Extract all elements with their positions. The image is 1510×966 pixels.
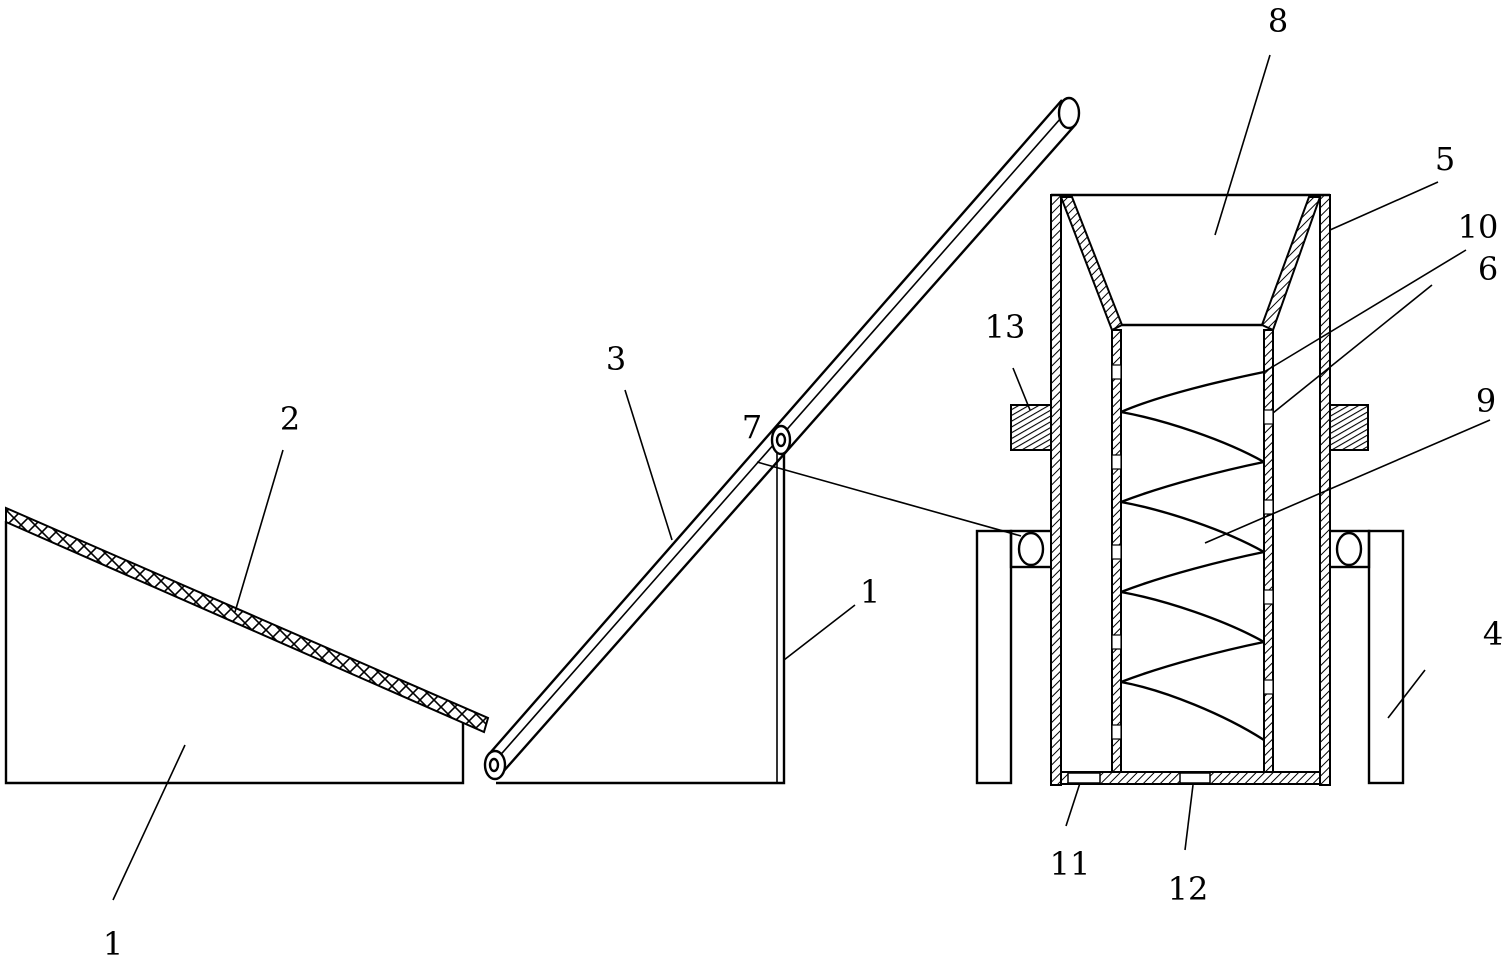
label-3: 3 <box>606 340 626 378</box>
belt-conveyor <box>483 96 1081 781</box>
label-5: 5 <box>1435 140 1455 178</box>
drive-ring <box>1010 404 1369 451</box>
label-1-right: 1 <box>860 573 880 611</box>
inner-screen-drum <box>1111 329 1274 773</box>
label-13: 13 <box>985 308 1026 346</box>
inclined-screen <box>5 506 490 734</box>
label-10: 10 <box>1458 208 1499 246</box>
label-4: 4 <box>1483 615 1503 653</box>
label-1-left: 1 <box>103 925 123 963</box>
leader-lines <box>112 54 1491 901</box>
feed-hopper <box>1059 196 1322 332</box>
labels: 1 2 3 1 4 5 6 7 8 9 10 11 12 13 <box>103 2 1503 963</box>
label-2: 2 <box>280 400 300 438</box>
label-9: 9 <box>1476 382 1496 420</box>
label-8: 8 <box>1268 2 1288 40</box>
left-frame <box>4 521 465 785</box>
outer-drum <box>1050 193 1331 786</box>
label-11: 11 <box>1050 845 1091 883</box>
spiral-blade <box>1120 370 1265 742</box>
label-6: 6 <box>1478 250 1498 288</box>
middle-frame <box>496 445 786 785</box>
label-12: 12 <box>1168 870 1209 908</box>
label-7: 7 <box>742 408 762 446</box>
support-frame <box>975 529 1405 785</box>
